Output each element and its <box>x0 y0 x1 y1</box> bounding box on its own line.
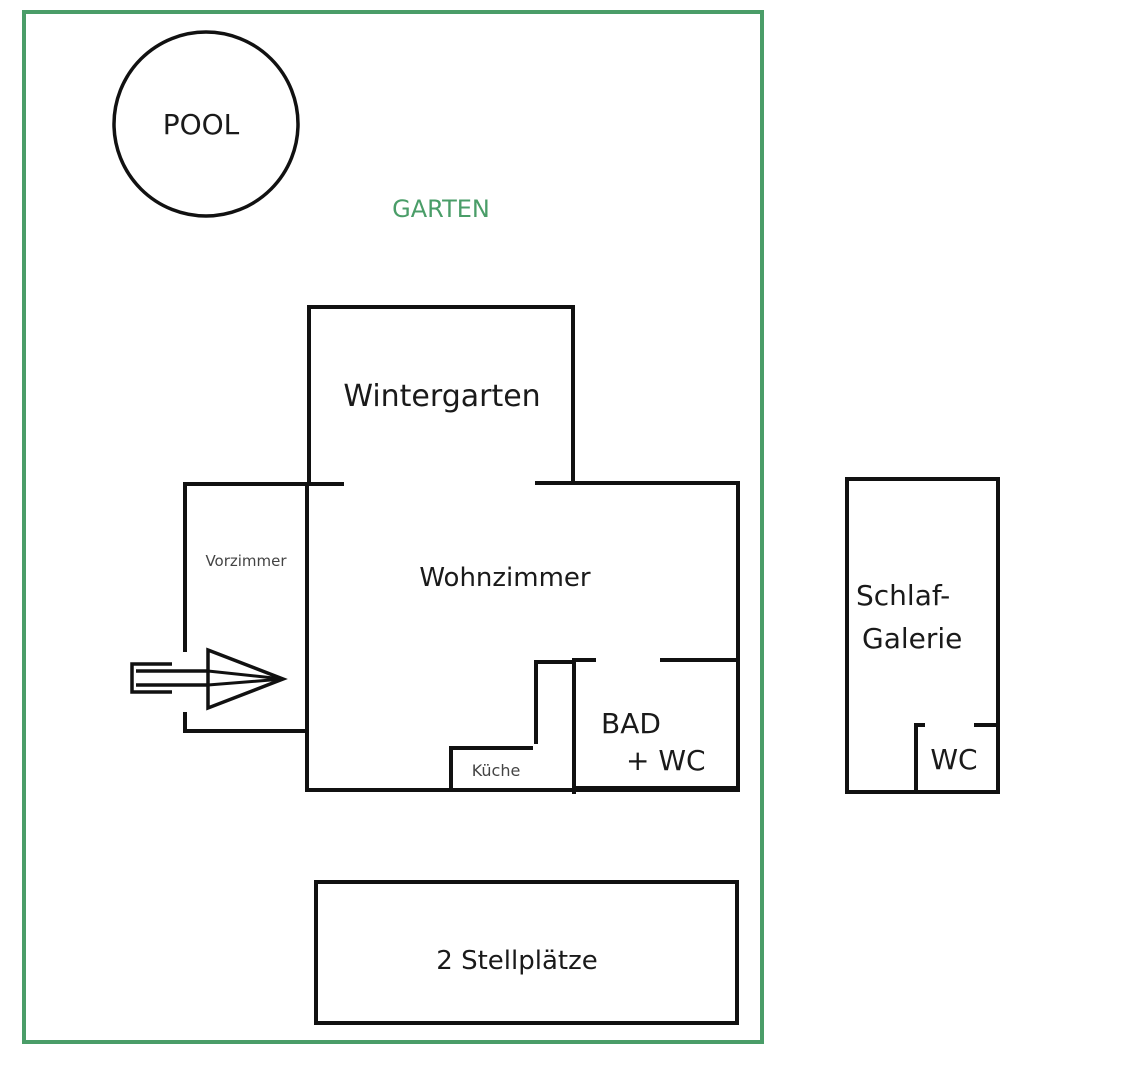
wc-label: WC <box>930 743 977 776</box>
wintergarden-label: Wintergarten <box>343 379 540 414</box>
garden-label: GARTEN <box>392 195 490 223</box>
wintergarden-walls <box>307 305 575 486</box>
hallway-room: Vorzimmer <box>183 482 309 733</box>
bathroom-room: BAD + WC <box>572 658 740 794</box>
wc-room: WC <box>914 723 1000 794</box>
parking-outline <box>314 880 739 1025</box>
garden-boundary <box>22 10 764 1044</box>
wall-top-right <box>535 481 740 792</box>
kitchen-wall-upper <box>534 660 576 744</box>
parking-label: 2 Stellplätze <box>436 946 597 976</box>
sleeping-gallery-walls <box>845 477 1000 794</box>
wc-wall-left <box>914 723 925 794</box>
sleeping-gallery: Schlaf- Galerie <box>845 477 1000 794</box>
arrow-shaft <box>136 669 208 687</box>
kitchen-room: Küche <box>449 660 576 792</box>
pool: POOL <box>112 30 300 218</box>
hallway-label: Vorzimmer <box>205 552 287 570</box>
living-room-label: Wohnzimmer <box>419 563 591 593</box>
kitchen-wall-lower <box>449 746 533 792</box>
sleeping-gallery-label-line1: Schlaf- <box>856 579 950 612</box>
sleeping-gallery-label-line2: Galerie <box>862 622 962 655</box>
arrow-head-inner <box>207 669 284 687</box>
kitchen-label: Küche <box>472 761 521 780</box>
parking-area: 2 Stellplätze <box>314 880 739 1025</box>
bath-label-line2: + WC <box>626 744 706 777</box>
bath-label-line1: BAD <box>601 707 661 740</box>
arrow-head <box>206 647 288 711</box>
pool-label: POOL <box>163 108 240 141</box>
wintergarden-room: Wintergarten <box>307 305 575 486</box>
entrance-arrow-icon <box>130 647 288 711</box>
hallway-wall-lower <box>183 712 309 733</box>
arrow-tail <box>130 662 172 694</box>
pool-outline <box>112 30 300 218</box>
